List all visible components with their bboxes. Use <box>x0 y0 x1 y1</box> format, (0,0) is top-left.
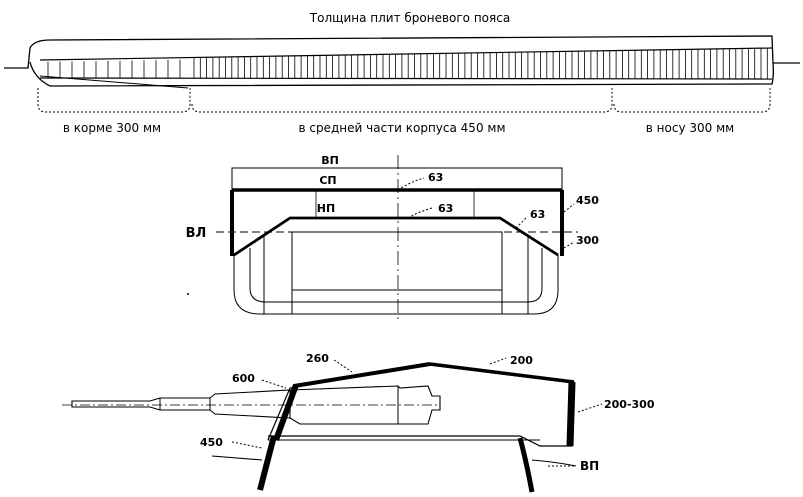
belt-middle-label: в средней части корпуса 450 мм <box>298 121 505 135</box>
belt-top-line <box>39 47 773 61</box>
lower-deck-armor <box>233 216 559 257</box>
lower-hull-outer <box>233 255 559 315</box>
belt-bottom-line <box>39 77 773 80</box>
leader-rear <box>577 403 603 413</box>
hull-bottom-line <box>29 61 774 87</box>
turret-rear-armor <box>566 381 576 447</box>
turret-rear-thickness: 200-300 <box>604 398 655 411</box>
leader-lower-deck <box>407 207 433 219</box>
bow-bracket <box>613 88 771 113</box>
leader-bevel <box>515 217 527 229</box>
leader-roof-front <box>333 359 353 373</box>
leader-front-top <box>261 379 287 389</box>
deck-right <box>531 459 577 467</box>
turret-front-armor <box>273 383 299 442</box>
middle-deck-thickness: 63 <box>428 171 443 184</box>
turret-roof-rear <box>429 362 575 384</box>
bevel-thickness: 63 <box>530 208 545 221</box>
waterline-label: ВЛ <box>186 226 207 241</box>
leader-belt-top <box>563 203 575 213</box>
hull-cross-section: ВП СП НП ВЛ 63 63 63 450 300 <box>186 154 599 320</box>
hull-outline <box>4 35 800 69</box>
middle-bracket <box>191 88 613 113</box>
stray-dot <box>187 293 189 295</box>
lower-deck-thickness: 63 <box>438 202 453 215</box>
deck-left <box>211 455 263 461</box>
belt-plates <box>47 48 768 79</box>
upper-deck-label: ВП <box>321 154 339 167</box>
belt-top-thickness: 450 <box>576 194 599 207</box>
stern-taper-line <box>39 75 189 89</box>
belt-bottom-thickness: 300 <box>576 234 599 247</box>
turret-deck-label: ВП <box>580 459 599 473</box>
middle-deck-label: СП <box>319 174 336 187</box>
lower-deck-label: НП <box>317 202 335 215</box>
stern-bracket <box>37 88 191 113</box>
upper-deck-outline <box>231 167 563 191</box>
inner-compartment <box>291 231 503 291</box>
leader-belt-bottom <box>563 241 575 249</box>
belt-side-view: в корме 300 мм в средней части корпуса 4… <box>4 35 800 135</box>
turret-roof-front <box>293 362 431 388</box>
leader-front-bottom <box>231 441 263 449</box>
turret-lower-front-armor <box>257 435 277 491</box>
turret-front-bottom-thickness: 450 <box>200 436 223 449</box>
gun-barrel <box>71 389 291 419</box>
gun-breech <box>289 385 441 425</box>
turret-front-top-thickness: 600 <box>232 372 255 385</box>
turret-side-view: 600 260 200 200-300 450 ВП <box>62 352 655 493</box>
barbette-rear <box>517 437 535 493</box>
leader-middle-deck <box>397 177 425 191</box>
belt-bow-label: в носу 300 мм <box>646 121 734 135</box>
diagram-title: Толщина плит броневого пояса <box>309 11 510 25</box>
leader-roof-rear <box>489 357 507 365</box>
lower-hull-inner <box>249 248 543 303</box>
turret-roof-rear-thickness: 200 <box>510 354 533 367</box>
belt-stern-label: в корме 300 мм <box>63 121 161 135</box>
turret-roof-front-thickness: 260 <box>306 352 329 365</box>
